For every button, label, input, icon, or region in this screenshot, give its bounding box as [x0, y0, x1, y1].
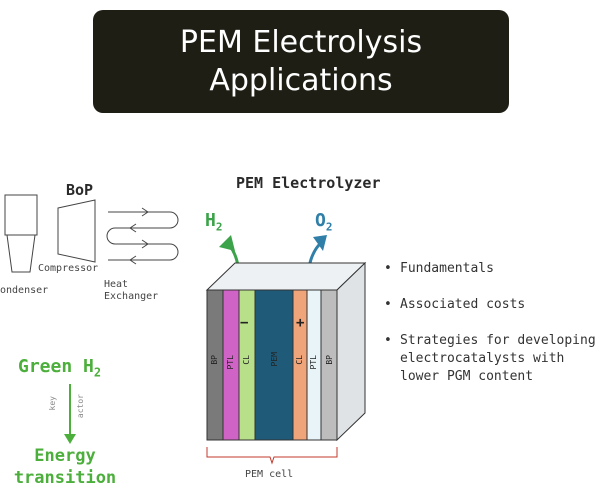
- bp-left-layer: [206, 289, 224, 441]
- bop-diagram: [4, 194, 179, 273]
- bp-right-layer: [320, 289, 338, 441]
- h2-arrowhead-icon: [219, 235, 235, 251]
- bullet-dot-icon: •: [384, 297, 392, 312]
- pem-cell-label: PEM cell: [245, 469, 294, 480]
- heat-exchanger-label-1: Heat: [104, 279, 129, 290]
- heat-exchanger-label-2: Exchanger: [104, 291, 159, 302]
- layer-label-cl-left: CL: [242, 355, 251, 365]
- pem-electrolyzer-title: PEM Electrolyzer: [236, 174, 381, 192]
- layer-label-ptl-left: PTL: [226, 355, 235, 370]
- condenser-icon: [4, 194, 38, 273]
- minus-sign: −: [240, 315, 249, 331]
- layer-label-ptl-right: PTL: [309, 355, 318, 370]
- cl-left-layer: [238, 289, 256, 441]
- layer-label-cl-right: CL: [295, 355, 304, 365]
- bullet-item: • Fundamentals: [384, 261, 494, 276]
- actor-label: actor: [76, 394, 85, 419]
- o2-arrowhead-icon: [313, 235, 327, 251]
- bullet-dot-icon: •: [384, 333, 392, 348]
- layer-label-bp-left: BP: [210, 355, 219, 365]
- key-label: key: [48, 396, 57, 411]
- title-banner: PEM Electrolysis Applications: [93, 10, 509, 113]
- energy-transition-label: Energy transition: [13, 446, 117, 488]
- electrolyzer-diagram: [205, 235, 367, 465]
- layer-label-pem: PEM: [270, 352, 279, 367]
- bullet-dot-icon: •: [384, 261, 392, 276]
- title-line-2: Applications: [209, 62, 393, 98]
- bullet-list: • Fundamentals • Associated costs • Stra…: [384, 260, 596, 404]
- h2-label: H2: [205, 210, 223, 234]
- cl-right-layer: [292, 289, 308, 441]
- bop-title: BoP: [66, 181, 94, 199]
- heat-exchanger-icon: [106, 207, 179, 265]
- title-line-1: PEM Electrolysis: [179, 24, 423, 60]
- bullet-item: • Strategies for developing electrocatal…: [384, 333, 596, 384]
- layer-label-bp-right: BP: [325, 355, 334, 365]
- compressor-icon: [57, 199, 96, 263]
- bullet-item: • Associated costs: [384, 297, 526, 312]
- green-h2-label: Green H2: [18, 356, 102, 380]
- plus-sign: +: [296, 315, 305, 331]
- condenser-label: ondenser: [0, 285, 49, 296]
- o2-label: O2: [315, 210, 333, 234]
- pem-cell-bracket: [206, 447, 338, 465]
- down-arrow-icon: [64, 384, 76, 444]
- compressor-label: Compressor: [38, 263, 99, 274]
